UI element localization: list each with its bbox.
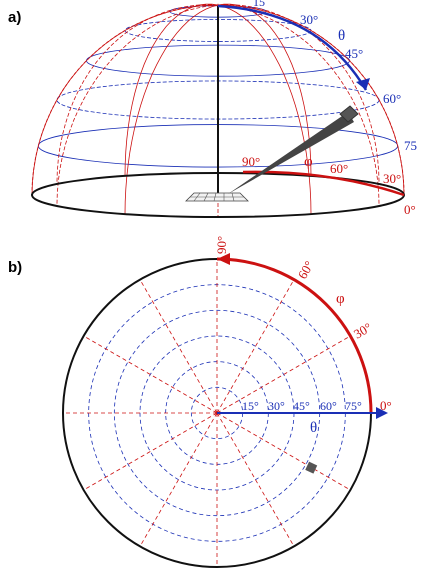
surface-patch bbox=[185, 192, 249, 202]
polar-theta-tick-75: 75° bbox=[345, 399, 362, 413]
theta-arrowhead bbox=[356, 78, 370, 90]
phi-spoke bbox=[139, 279, 218, 414]
theta-tick-75: 75 bbox=[404, 138, 417, 153]
polar-phi-tick-60: 60° bbox=[295, 258, 317, 281]
polar-phi-tick-90: 90° bbox=[214, 236, 229, 254]
polar-diagram: 15° 30° 45° 60° 75° θ 90° 60° φ 30° 0° bbox=[62, 236, 392, 568]
polar-phi-tick-30: 30° bbox=[351, 320, 374, 342]
phi-tick-30: 30° bbox=[383, 171, 401, 186]
theta-arc bbox=[217, 4, 368, 91]
sensor-beam bbox=[228, 105, 359, 194]
phi-meridian bbox=[217, 4, 380, 185]
phi-tick-0: 0° bbox=[404, 202, 416, 217]
polar-phi-arc bbox=[216, 257, 373, 414]
theta-tick-15: 15 bbox=[253, 0, 265, 9]
polar-theta-symbol: θ bbox=[310, 420, 317, 436]
phi-tick-90: 90° bbox=[242, 154, 260, 169]
phi-tick-60: 60° bbox=[330, 161, 348, 176]
theta-tick-30: 30° bbox=[300, 12, 318, 27]
theta-symbol: θ bbox=[338, 28, 345, 44]
theta-tick-60: 60° bbox=[383, 91, 401, 106]
phi-meridian bbox=[217, 4, 405, 196]
phi-spoke bbox=[216, 279, 295, 414]
phi-spoke bbox=[139, 412, 218, 547]
panel-a-label: a) bbox=[8, 9, 21, 26]
phi-meridian bbox=[56, 4, 219, 185]
polar-theta-tick-30: 30° bbox=[268, 399, 285, 413]
phi-symbol: φ bbox=[304, 154, 313, 170]
phi-meridian bbox=[217, 4, 380, 207]
phi-meridian bbox=[217, 3, 312, 176]
phi-meridian bbox=[56, 4, 219, 207]
phi-spoke bbox=[216, 412, 295, 547]
phi-meridian bbox=[124, 3, 219, 176]
phi-meridian bbox=[31, 4, 219, 196]
polar-theta-arrowhead bbox=[376, 407, 388, 419]
polar-phi-arrowhead bbox=[217, 253, 230, 265]
polar-phi-symbol: φ bbox=[336, 291, 345, 307]
observation-marker bbox=[305, 461, 318, 474]
polar-theta-tick-15: 15° bbox=[242, 399, 259, 413]
phi-spoke bbox=[83, 335, 218, 414]
phi-meridian bbox=[217, 4, 312, 215]
phi-spoke bbox=[216, 335, 351, 414]
phi-spoke bbox=[216, 412, 351, 491]
panel-b-label: b) bbox=[8, 259, 22, 276]
phi-meridian bbox=[124, 4, 219, 215]
polar-phi-tick-0: 0° bbox=[380, 398, 392, 413]
hemisphere-diagram: 15 30° θ 45° 60° 75 90° φ 60° 30° 0° bbox=[31, 0, 417, 218]
polar-theta-tick-45: 45° bbox=[293, 399, 310, 413]
phi-spoke bbox=[83, 412, 218, 491]
theta-tick-45: 45° bbox=[345, 46, 363, 61]
polar-theta-tick-60: 60° bbox=[320, 399, 337, 413]
